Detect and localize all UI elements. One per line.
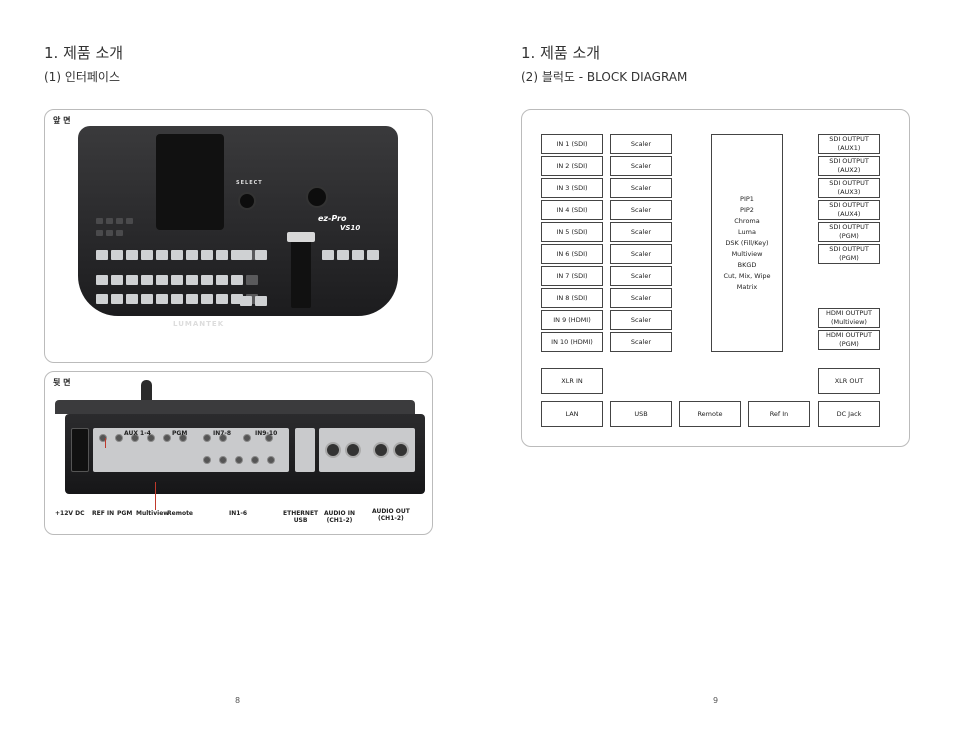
model-name: VS10	[340, 224, 361, 232]
maker-logo: LUMANTEK	[173, 320, 225, 328]
front-device-image: SELECT ez-Pro VS10	[78, 126, 398, 328]
callout-in7-8: IN7-8	[213, 430, 232, 437]
bottom-box-lan: LAN	[541, 401, 603, 427]
hdmi-output-box: HDMI OUTPUT (Multiview)	[818, 308, 880, 328]
aux-button-row	[96, 250, 258, 260]
processing-item: DSK (Fill/Key)	[725, 238, 769, 247]
xlr-in-box: XLR IN	[541, 368, 603, 394]
pvw-button-row	[96, 275, 258, 285]
rear-panel-box: 뒷 면 AUX 1-4 PGM IN7-8 IN9-10 +12V DC REF…	[44, 371, 433, 535]
callout-pgm: PGM	[117, 510, 133, 517]
processing-item: Luma	[738, 227, 756, 236]
sdi-io-plate	[93, 428, 289, 472]
input-box: IN 3 (SDI)	[541, 178, 603, 198]
input-box: IN 6 (SDI)	[541, 244, 603, 264]
power-plate	[71, 428, 89, 472]
callout-in1-6: IN1-6	[229, 510, 248, 517]
transition-buttons	[240, 250, 267, 260]
input-box: IN 4 (SDI)	[541, 200, 603, 220]
sdi-output-box: SDI OUTPUT (PGM)	[818, 244, 880, 264]
section-subtitle: (1) 인터페이스	[44, 70, 121, 84]
scaler-box: Scaler	[610, 244, 672, 264]
page-title: 1. 제품 소개	[521, 44, 601, 62]
small-button-grid-1	[96, 218, 133, 224]
callout-multiview: Multiview	[136, 510, 169, 517]
front-panel-box: 앞 면 SELECT ez-Pro VS10	[44, 109, 433, 363]
sdi-output-box: SDI OUTPUT (AUX2)	[818, 156, 880, 176]
processing-item: Cut, Mix, Wipe	[723, 271, 771, 280]
hdmi-output-box: HDMI OUTPUT (PGM)	[818, 330, 880, 350]
input-box: IN 8 (SDI)	[541, 288, 603, 308]
page-number: 9	[713, 696, 719, 705]
left-page: 1. 제품 소개 (1) 인터페이스 앞 면 SELECT ez-Pro VS1…	[44, 44, 433, 705]
processing-item: PIP1	[740, 194, 754, 203]
callout-12v: +12V DC	[55, 510, 85, 517]
input-box: IN 2 (SDI)	[541, 156, 603, 176]
processing-item: PIP2	[740, 205, 754, 214]
bottom-box-dc-jack: DC Jack	[818, 401, 880, 427]
callout-refin: REF IN	[92, 510, 115, 517]
joystick	[306, 186, 328, 208]
callout-remote: Remote	[167, 510, 194, 517]
callout-pgm-top: PGM	[172, 430, 188, 437]
processing-item: Matrix	[736, 282, 758, 291]
page-number: 8	[235, 696, 241, 705]
small-button-grid-2	[96, 230, 123, 236]
scaler-box: Scaler	[610, 266, 672, 286]
bottom-box-ref-in: Ref In	[748, 401, 810, 427]
sdi-output-box: SDI OUTPUT (PGM)	[818, 222, 880, 242]
callout-in9-10: IN9-10	[255, 430, 278, 437]
processing-item: Multiview	[731, 249, 763, 258]
callout-ethernet-usb: ETHERNET USB	[283, 510, 319, 524]
sdi-output-box: SDI OUTPUT (AUX3)	[818, 178, 880, 198]
right-page: 1. 제품 소개 (2) 블럭도 - BLOCK DIAGRAM IN 1 (S…	[477, 0, 954, 734]
input-box: IN 5 (SDI)	[541, 222, 603, 242]
rear-device-image	[65, 414, 425, 494]
sdi-output-box: SDI OUTPUT (AUX1)	[818, 134, 880, 154]
front-label: 앞 면	[53, 116, 71, 125]
processing-item: BKGD	[737, 260, 757, 269]
audio-plate	[319, 428, 415, 472]
t-bar-fader	[287, 232, 315, 308]
block-diagram-box: IN 1 (SDI) Scaler IN 2 (SDI) Scaler IN 3 (SD…	[521, 109, 910, 447]
rear-label: 뒷 면	[53, 378, 71, 387]
scaler-box: Scaler	[610, 200, 672, 220]
sdi-output-box: SDI OUTPUT (AUX4)	[818, 200, 880, 220]
xlr-out-box: XLR OUT	[818, 368, 880, 394]
input-box: IN 7 (SDI)	[541, 266, 603, 286]
callout-audio-out: AUDIO OUT (CH1-2)	[372, 508, 410, 522]
ethernet-usb-plate	[295, 428, 315, 472]
key-buttons	[322, 250, 379, 260]
scaler-box: Scaler	[610, 288, 672, 308]
callout-audio-in: AUDIO IN (CH1-2)	[324, 510, 355, 524]
scaler-box: Scaler	[610, 332, 672, 352]
scaler-box: Scaler	[610, 156, 672, 176]
bottom-box-usb: USB	[610, 401, 672, 427]
callout-aux: AUX 1-4	[124, 430, 151, 437]
device-screen	[156, 134, 224, 230]
scaler-box: Scaler	[610, 222, 672, 242]
select-label: SELECT	[236, 180, 263, 186]
scaler-box: Scaler	[610, 310, 672, 330]
antenna	[141, 380, 152, 410]
pgm-button-row	[96, 294, 258, 304]
input-box: IN 10 (HDMI)	[541, 332, 603, 352]
section-subtitle: (2) 블럭도 - BLOCK DIAGRAM	[521, 70, 688, 84]
input-box: IN 1 (SDI)	[541, 134, 603, 154]
scaler-box: Scaler	[610, 134, 672, 154]
bottom-box-remote: Remote	[679, 401, 741, 427]
brand-name: ez-Pro	[318, 214, 347, 223]
select-knob	[238, 192, 256, 210]
input-box: IN 9 (HDMI)	[541, 310, 603, 330]
page-title: 1. 제품 소개	[44, 44, 124, 62]
rear-top-edge	[55, 400, 415, 414]
processing-item: Chroma	[734, 216, 760, 225]
cut-auto-buttons	[240, 296, 267, 306]
scaler-box: Scaler	[610, 178, 672, 198]
